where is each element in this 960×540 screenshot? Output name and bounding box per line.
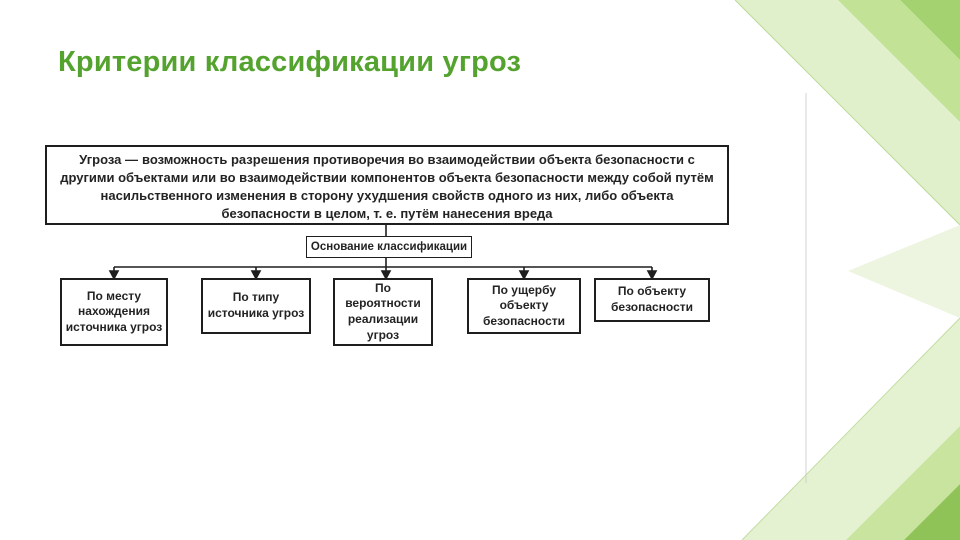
definition-term: Угроза — bbox=[79, 152, 138, 167]
branch-label-box: Основание классификации bbox=[306, 236, 472, 258]
category-box-security-object: По объекту безопасности bbox=[594, 278, 710, 322]
definition-text: возможность разрешения противоречия во в… bbox=[60, 152, 714, 221]
category-box-source-type: По типу источника угроз bbox=[201, 278, 311, 334]
category-box-damage: По ущербу объекту безопасности bbox=[467, 278, 581, 334]
category-box-source-location: По месту нахождения источника угроз bbox=[60, 278, 168, 346]
definition-box: Угроза —возможность разрешения противоре… bbox=[45, 145, 729, 225]
slide-title: Критерии классификации угроз bbox=[58, 46, 522, 78]
category-box-probability: По вероятности реализации угроз bbox=[333, 278, 433, 346]
